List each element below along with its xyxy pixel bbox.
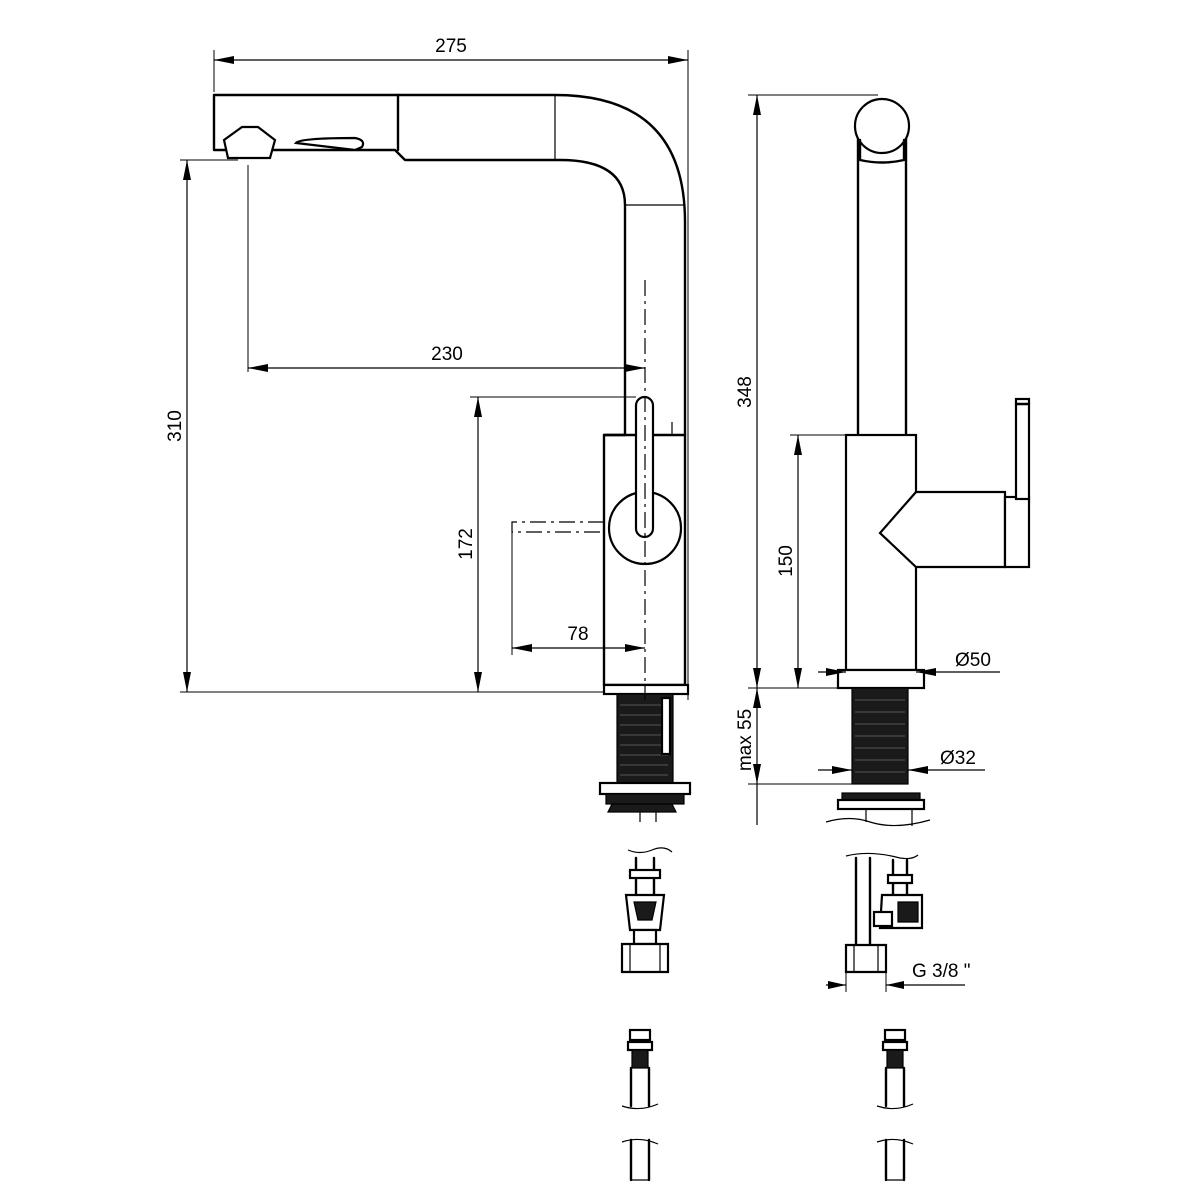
- front-hose-connector: [620, 847, 673, 974]
- dim-overall-reach: 275: [435, 36, 467, 57]
- dim-body-height: 150: [776, 545, 797, 577]
- front-hose-ends: [621, 1028, 659, 1182]
- side-hose-ends: [876, 1028, 914, 1182]
- dim-spout-reach: 230: [431, 344, 463, 365]
- front-view: [212, 93, 692, 1182]
- front-spout-outline: [212, 93, 687, 687]
- dim-lever-offset: 78: [567, 624, 588, 645]
- dim-max-deck: max 55: [735, 709, 756, 771]
- front-aerator: [222, 125, 277, 160]
- side-hose-connector: [844, 852, 924, 974]
- side-view: [825, 97, 1031, 1182]
- dim-overall-height: 310: [165, 410, 186, 442]
- dim-total-height-side: 348: [735, 376, 756, 408]
- dim-hose-connection: G 3/8 ": [912, 961, 971, 982]
- dim-aerator-height: 172: [456, 528, 477, 560]
- side-lever-handle: [1014, 397, 1031, 501]
- front-spray-nozzle: [293, 136, 365, 152]
- dim-thread-diameter: Ø32: [940, 748, 976, 769]
- dimension-lines: [180, 50, 1000, 992]
- dim-base-diameter: Ø50: [955, 650, 991, 671]
- side-spout-top: [853, 97, 911, 155]
